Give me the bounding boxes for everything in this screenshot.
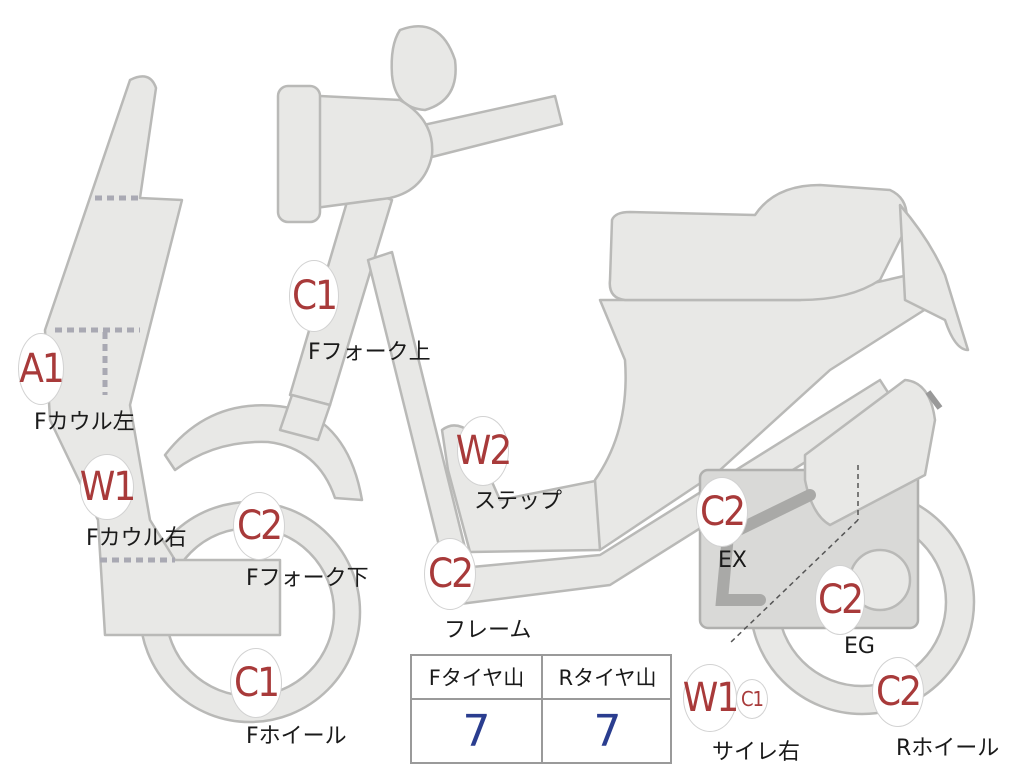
marker-c2-rwheel-label: Rホイール [896, 736, 1000, 761]
marker-c1-fwheel-label: Fホイール [246, 724, 347, 749]
tire-tread-table: Fタイヤ山 Rタイヤ山 7 7 [410, 654, 672, 764]
mirror-shape [390, 25, 457, 112]
marker-c2-ex-label: EX [718, 548, 747, 573]
marker-c1-ffork-badge[interactable]: C1 [289, 260, 339, 332]
marker-c2-rwheel-badge[interactable]: C2 [872, 657, 924, 727]
front-tread-header: Fタイヤ山 [412, 656, 541, 700]
marker-c2-frame-badge[interactable]: C2 [424, 538, 476, 610]
exhaust-shape [715, 489, 816, 606]
headlight-shape [298, 93, 434, 212]
marker-a1-label: Fカウル左 [34, 410, 135, 435]
rear-tread-value[interactable]: 7 [593, 705, 622, 757]
marker-w1-siren-sub-badge[interactable]: C1 [736, 679, 768, 719]
rear-tread-header: Rタイヤ山 [543, 656, 672, 700]
marker-c2-ex-badge[interactable]: C2 [696, 477, 748, 547]
marker-c2-ffork-badge[interactable]: C2 [233, 492, 285, 560]
tail-shape [898, 203, 970, 352]
marker-c2-frame-label: フレーム [444, 618, 532, 643]
frame-downtube-shape [366, 250, 470, 568]
front-tread-value[interactable]: 7 [462, 705, 491, 757]
marker-c1-fwheel-badge[interactable]: C1 [230, 648, 282, 718]
marker-w1-siren-badge[interactable]: W1 [683, 664, 739, 732]
marker-c2-eg-label: EG [844, 634, 875, 659]
marker-w2-step-label: ステップ [474, 489, 563, 514]
front-fender-shape [163, 404, 364, 502]
marker-w1-siren-label: サイレ右 [712, 740, 801, 765]
marker-c1-ffork-label: Fフォーク上 [308, 340, 431, 365]
seat-shape [608, 183, 908, 302]
marker-c2-ffork-label: Fフォーク下 [246, 566, 369, 591]
marker-c2-eg-badge[interactable]: C2 [815, 565, 865, 635]
marker-w1-fcowl-label: Fカウル右 [86, 526, 187, 551]
rear-body-shape [593, 268, 942, 552]
marker-w1-fcowl-badge[interactable]: W1 [80, 454, 136, 520]
marker-w2-step-badge[interactable]: W2 [456, 416, 512, 486]
marker-a1-badge[interactable]: A1 [18, 333, 65, 405]
